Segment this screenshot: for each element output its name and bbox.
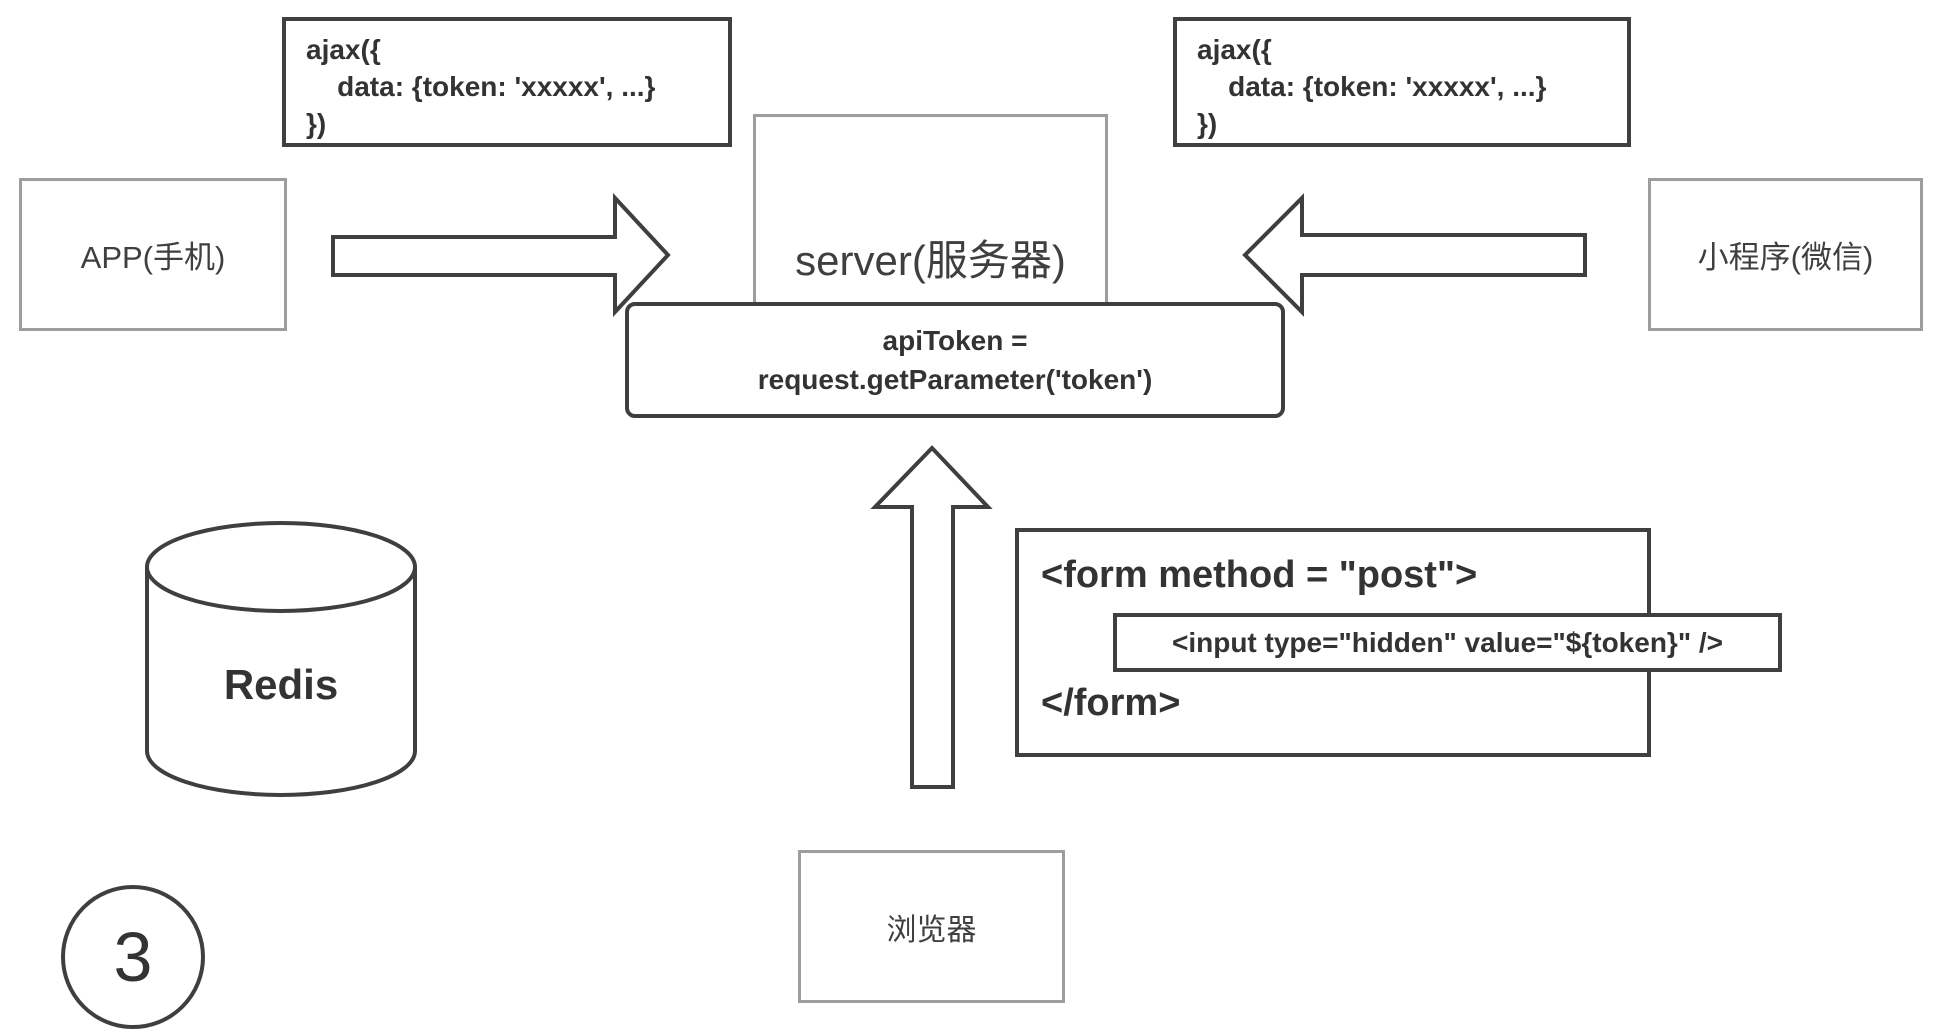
form-open-tag: <form method = "post"> — [1041, 554, 1478, 596]
code-line: }) — [306, 108, 327, 139]
redis-cylinder-icon — [145, 521, 417, 797]
arrow-right-icon — [331, 192, 671, 318]
code-line: ajax({ — [306, 34, 381, 65]
app-box-label: APP(手机) — [80, 240, 226, 275]
ajax-code-box-right: ajax({ data: {token: 'xxxxx', ...} }) — [1173, 17, 1631, 147]
app-box: APP(手机) — [19, 178, 287, 331]
code-line: ajax({ — [1197, 34, 1272, 65]
redis-label: Redis — [223, 661, 339, 708]
api-token-code-box: apiToken = request.getParameter('token') — [625, 302, 1285, 418]
browser-box: 浏览器 — [798, 850, 1065, 1003]
form-close-tag: </form> — [1041, 682, 1181, 724]
step-number: 3 — [113, 918, 153, 996]
ajax-code-box-left: ajax({ data: {token: 'xxxxx', ...} }) — [282, 17, 732, 147]
code-line: data: {token: 'xxxxx', ...} — [306, 71, 656, 102]
hidden-input-tag: <input type="hidden" value="${token}" /> — [1171, 626, 1724, 658]
arrow-left-icon — [1242, 193, 1587, 317]
arrow-up-icon — [870, 445, 993, 789]
code-line: data: {token: 'xxxxx', ...} — [1197, 71, 1547, 102]
server-box-label: server(服务器) — [795, 236, 1066, 284]
code-line: request.getParameter('token') — [757, 364, 1153, 395]
browser-box-label: 浏览器 — [886, 913, 977, 947]
miniprogram-box-label: 小程序(微信) — [1697, 240, 1874, 275]
code-line: apiToken = — [882, 325, 1028, 356]
miniprogram-box: 小程序(微信) — [1648, 178, 1923, 331]
code-line: }) — [1197, 108, 1218, 139]
hidden-input-code-box: <input type="hidden" value="${token}" /> — [1113, 613, 1782, 672]
